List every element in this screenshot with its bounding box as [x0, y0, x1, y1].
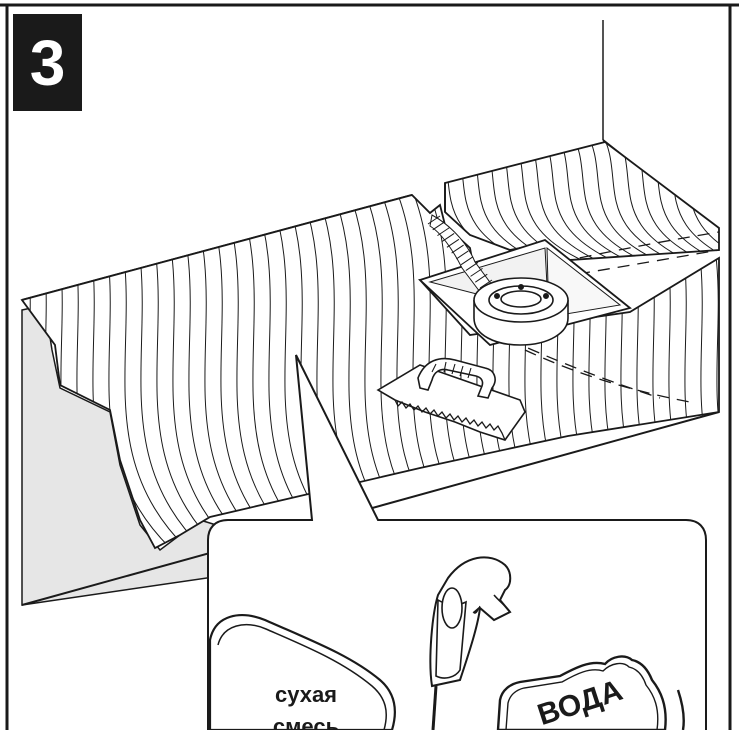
dry-mix-label-line2: смесь: [273, 714, 339, 730]
step-number-badge: 3: [13, 14, 82, 111]
dry-mix-label: сухая: [275, 682, 337, 707]
drain-icon: [474, 278, 568, 345]
trowel-groove-line: [735, 130, 739, 270]
